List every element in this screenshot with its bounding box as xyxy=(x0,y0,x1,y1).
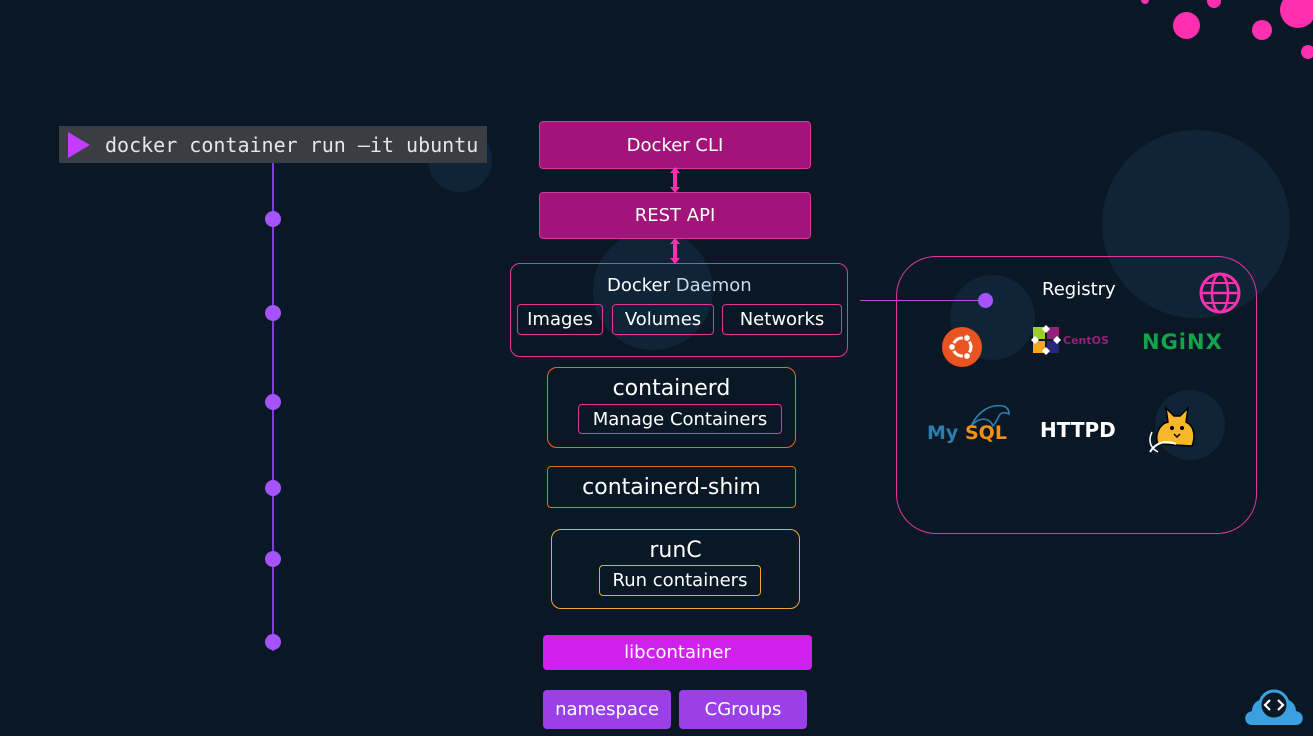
tomcat-logo-icon xyxy=(1149,405,1195,453)
mysql-text-my: My xyxy=(927,422,959,444)
nginx-logo: NGiNX xyxy=(1142,330,1223,354)
manage-containers-label: Manage Containers xyxy=(592,408,768,430)
libcontainer-box: libcontainer xyxy=(543,635,812,670)
command-text: docker container run –it ubuntu xyxy=(105,132,479,157)
containerd-box: containerd Manage Containers xyxy=(547,367,796,448)
decor-dot xyxy=(1141,0,1149,4)
daemon-title: Docker Daemon xyxy=(607,275,752,296)
daemon-title-daemon: Daemon xyxy=(675,275,752,296)
registry-panel: Registry CentOS NGiNX xyxy=(896,256,1257,534)
timeline-dot xyxy=(265,305,281,321)
namespace-box: namespace xyxy=(543,690,671,729)
volumes-box: Volumes xyxy=(612,304,714,335)
timeline-dot xyxy=(265,551,281,567)
namespace-label: namespace xyxy=(555,699,659,720)
containerd-title: containerd xyxy=(612,376,731,401)
run-containers-box: Run containers xyxy=(599,565,761,596)
registry-connector xyxy=(860,300,984,301)
containerd-shim-box: containerd-shim xyxy=(547,466,796,508)
background-circle xyxy=(1102,130,1290,318)
daemon-title-docker: Docker xyxy=(607,275,671,296)
mysql-text-sql: SQL xyxy=(965,422,1007,444)
volumes-label: Volumes xyxy=(624,309,702,330)
timeline-dot xyxy=(265,211,281,227)
manage-containers-box: Manage Containers xyxy=(578,404,782,434)
registry-title: Registry xyxy=(1042,279,1116,300)
double-arrow-icon xyxy=(670,238,680,264)
networks-box: Networks xyxy=(722,304,842,335)
rest-api-label: REST API xyxy=(634,205,716,226)
httpd-logo: HTTPD xyxy=(1040,418,1116,442)
centos-icon xyxy=(1031,325,1061,355)
timeline-dot xyxy=(265,634,281,650)
networks-label: Networks xyxy=(739,309,825,330)
rest-api-box: REST API xyxy=(539,192,811,239)
decor-dot xyxy=(1280,0,1313,28)
command-bar: docker container run –it ubuntu xyxy=(59,126,487,163)
decor-dot xyxy=(1252,20,1272,40)
background-circle xyxy=(593,230,713,350)
mysql-logo: My SQL xyxy=(927,400,1017,450)
run-containers-label: Run containers xyxy=(612,570,748,591)
registry-connector-dot xyxy=(978,293,993,308)
timeline-dot xyxy=(265,480,281,496)
runc-title: runC xyxy=(649,538,702,563)
globe-icon xyxy=(1199,272,1241,314)
libcontainer-label: libcontainer xyxy=(624,642,731,663)
dolphin-icon xyxy=(970,404,1010,428)
double-arrow-icon xyxy=(670,167,680,193)
play-icon xyxy=(68,131,90,158)
images-box: Images xyxy=(517,304,603,335)
docker-daemon-box: Docker Daemon Images Volumes Networks xyxy=(510,263,848,357)
images-label: Images xyxy=(527,309,593,330)
runc-box: runC Run containers xyxy=(551,529,800,609)
decor-dot xyxy=(1301,45,1313,59)
centos-logo: CentOS xyxy=(1031,323,1121,357)
docker-cli-label: Docker CLI xyxy=(626,134,724,156)
decor-dot xyxy=(1207,0,1221,8)
containerd-shim-label: containerd-shim xyxy=(582,474,761,500)
decor-dot xyxy=(1173,12,1200,39)
cloud-code-logo-icon xyxy=(1245,689,1303,725)
cgroups-label: CGroups xyxy=(704,699,782,720)
centos-text: CentOS xyxy=(1063,333,1109,347)
timeline-dot xyxy=(265,394,281,410)
docker-cli-box: Docker CLI xyxy=(539,121,811,169)
cgroups-box: CGroups xyxy=(679,690,807,729)
ubuntu-logo-icon xyxy=(942,327,982,367)
